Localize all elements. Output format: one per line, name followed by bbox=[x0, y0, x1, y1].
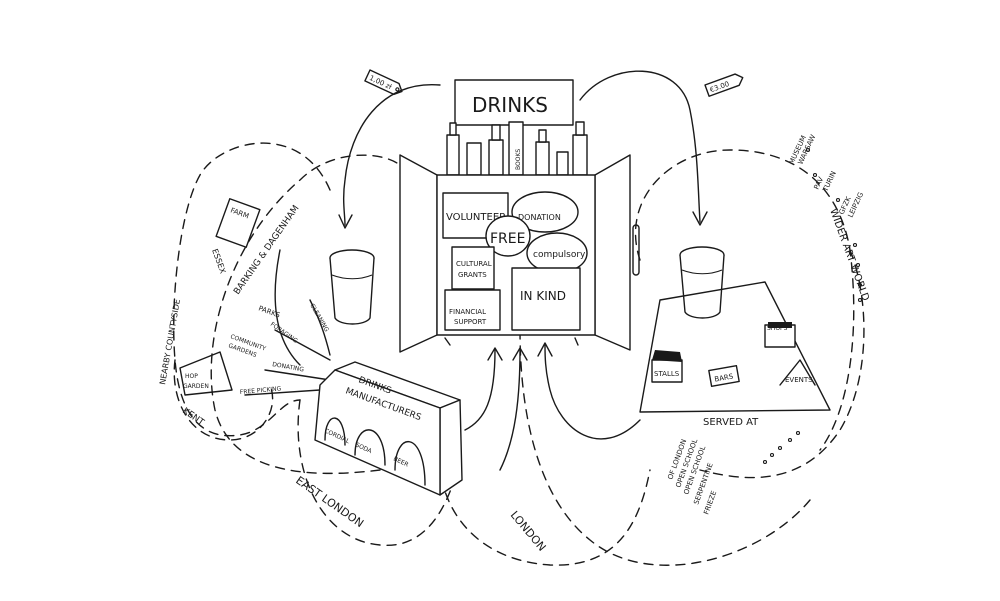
fridge-right-door bbox=[594, 154, 631, 351]
financial-support-label-2: SUPPORT bbox=[454, 318, 487, 326]
arrow-manufacturers-to-fridge bbox=[464, 349, 496, 431]
in-kind-label: IN KIND bbox=[520, 289, 566, 303]
farm-label: FARM bbox=[229, 206, 250, 220]
bottles: BOOKS bbox=[446, 121, 588, 176]
arrowhead bbox=[537, 342, 553, 357]
arrow-donating bbox=[264, 369, 331, 381]
arrow-price-right bbox=[579, 70, 701, 223]
drinks-manufacturers: DRINKS MANUFACTURERS CORDIAL SODA BEER bbox=[314, 361, 463, 496]
price-tag-right: €3.00 bbox=[704, 73, 744, 97]
free-label: FREE bbox=[490, 231, 525, 247]
arrow-free-picking bbox=[244, 389, 321, 396]
drinks-sign-label: DRINKS bbox=[472, 93, 548, 117]
gleaning-label: GLEANING bbox=[308, 303, 330, 334]
fridge: DRINKS BOOKS VOLUNTEER DONATION FREE CUL… bbox=[399, 79, 640, 353]
wider-art-world-label: WIDER ART WORLD bbox=[827, 207, 871, 302]
arrowhead bbox=[692, 211, 708, 226]
shops-label: SHOPS bbox=[767, 325, 788, 332]
hop-garden-box bbox=[179, 351, 233, 396]
cultural-grants-label-2: GRANTS bbox=[458, 271, 487, 279]
essex-label: ESSEX bbox=[210, 248, 227, 276]
glass-left bbox=[329, 249, 375, 325]
stalls-label: STALLS bbox=[654, 370, 680, 378]
drinks-sign bbox=[454, 79, 574, 126]
events-label: EVENTS bbox=[785, 376, 813, 384]
in-kind-box bbox=[511, 267, 581, 331]
glass-right bbox=[679, 246, 725, 319]
bars-label: BARS bbox=[714, 372, 735, 383]
flow-arrows bbox=[244, 70, 708, 471]
london-lower-loop bbox=[519, 329, 811, 566]
arrow-foraging bbox=[274, 329, 331, 361]
london-loop bbox=[437, 429, 651, 566]
price-tag-left: 1,00 zł bbox=[364, 69, 403, 96]
free-picking-label: FREE PICKING bbox=[240, 385, 282, 396]
donation-label: DONATION bbox=[518, 213, 561, 222]
served-at-loop bbox=[634, 149, 855, 451]
financial-support-box bbox=[444, 289, 501, 331]
fridge-left-door bbox=[399, 154, 438, 353]
compulsory-label: compulsory bbox=[533, 250, 586, 260]
donation-bucket bbox=[511, 191, 579, 233]
nearby-countryside-label: NEARBY COUNTYSIDE bbox=[158, 298, 182, 385]
arrowhead bbox=[512, 347, 528, 361]
london-label: LONDON bbox=[508, 509, 549, 554]
served-at-table: STALLS BARS SHOPS EVENTS SERVED AT bbox=[639, 281, 831, 428]
shops-icon: SHOPS bbox=[764, 322, 796, 348]
dot-markers bbox=[762, 147, 863, 465]
hop-garden-label: HOP bbox=[185, 373, 198, 380]
hop-garden-label-2: GARDEN bbox=[183, 383, 209, 390]
books-label: BOOKS bbox=[515, 149, 522, 170]
served-at-label: SERVED AT bbox=[703, 417, 759, 428]
arrow-served-at-to-fridge bbox=[544, 344, 641, 440]
frieze-label: FRIEZE bbox=[702, 490, 718, 516]
fridge-handle bbox=[632, 224, 640, 276]
parks-label: PARKS bbox=[257, 304, 281, 319]
arrowhead bbox=[338, 214, 353, 229]
east-london-label: EAST LONDON bbox=[293, 474, 366, 530]
east-london-lower-loop bbox=[297, 399, 461, 546]
stalls-icon: STALLS bbox=[651, 350, 683, 383]
arrowhead bbox=[487, 347, 503, 361]
nearby-countryside-loop bbox=[173, 142, 331, 437]
kent-loop bbox=[173, 359, 274, 441]
east-london-loop bbox=[210, 154, 401, 475]
financial-support-label: FINANCIAL bbox=[449, 308, 486, 316]
free-bag bbox=[485, 215, 531, 257]
volunteer-label: VOLUNTEER bbox=[446, 212, 506, 223]
arrow-barking bbox=[274, 249, 301, 366]
events-icon: EVENTS bbox=[779, 359, 816, 386]
arrow-london-to-fridge bbox=[499, 349, 521, 471]
cultural-grants-box bbox=[451, 246, 495, 290]
farm-box bbox=[215, 198, 261, 248]
dashed-region-outlines bbox=[173, 142, 865, 566]
art-world-loop bbox=[699, 249, 865, 479]
cultural-grants-label: CULTURAL bbox=[456, 260, 492, 268]
bars-icon: BARS bbox=[708, 364, 740, 388]
arrow-gleaning bbox=[309, 299, 331, 356]
